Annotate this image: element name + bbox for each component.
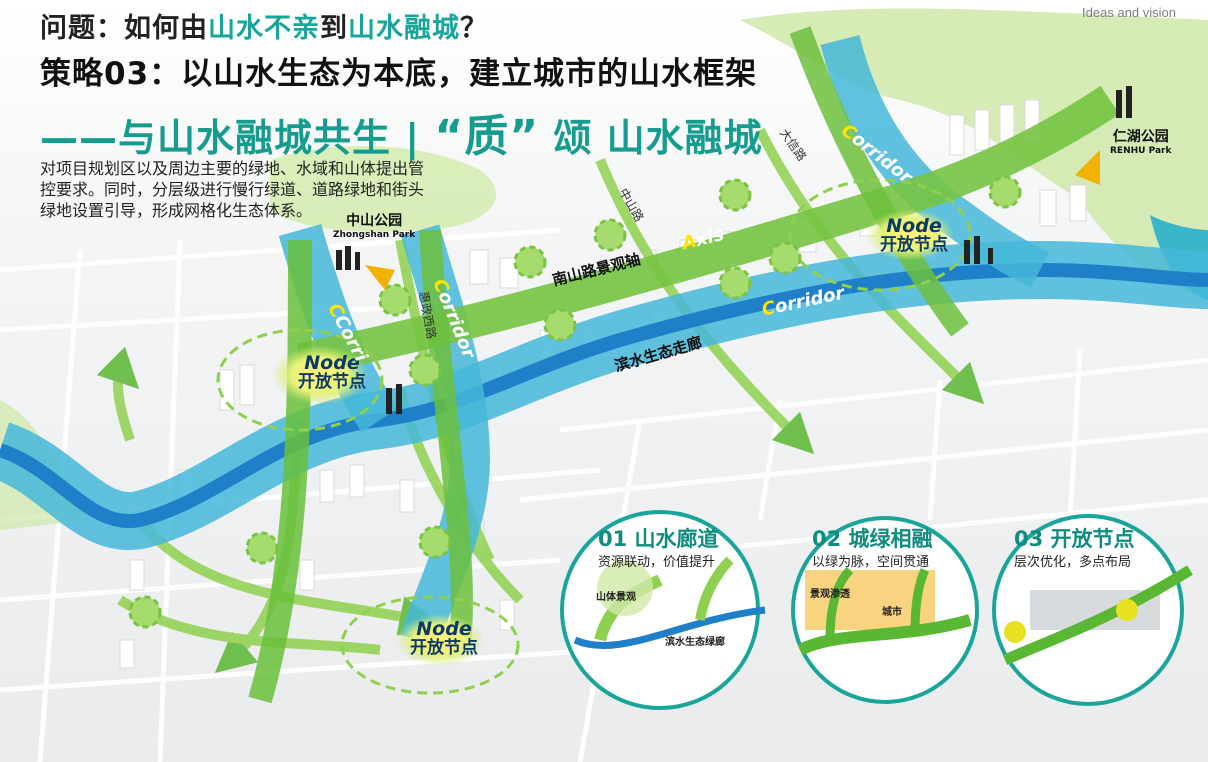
ideas-vision-label: Ideas and vision xyxy=(1082,5,1176,20)
panel-3-title: 03 开放节点 xyxy=(1014,527,1135,551)
central-green-axis xyxy=(419,229,474,642)
panel-circle-3 xyxy=(992,514,1193,706)
strategy-title: 策略03：以山水生态为本底，建立城市的山水框架 xyxy=(40,56,758,92)
people-silhouettes xyxy=(336,86,1132,414)
panel-2-subtitle: 以绿为脉，空间贯通 xyxy=(812,555,930,570)
arrow-icon-renhu xyxy=(1075,150,1100,185)
intro-line: 控要求。同时，分层级进行慢行绿道、道路绿地和街头 xyxy=(40,180,425,199)
node-ring-1 xyxy=(216,328,384,432)
panel-circle-2 xyxy=(791,516,979,704)
question-title: 问题：如何由山水不亲到山水融城？ xyxy=(40,13,488,44)
panel-2-title: 02 城绿相融 xyxy=(812,527,933,551)
arrow-icon-zhongshan xyxy=(365,265,395,290)
intro-line: 对项目规划区以及周边主要的绿地、水域和山体提出管 xyxy=(40,159,425,178)
node-ring-3 xyxy=(340,595,520,695)
panel-circle-1 xyxy=(560,510,766,710)
nanshan-axis-band xyxy=(296,85,1120,377)
panel-1-label-mountain: 山体景观 xyxy=(596,592,636,603)
theme-title: ——与山水融城共生 | “质” 颂 山水融城 xyxy=(40,111,763,162)
zhongshan-park-label: 中山公园 Zhongshan Park xyxy=(333,213,416,240)
panel-3-subtitle: 层次优化，多点布局 xyxy=(1014,555,1132,570)
node-ring-2 xyxy=(788,178,972,292)
panel-2-label-penetration: 景观渗透 xyxy=(810,589,850,600)
node-glow-2 xyxy=(866,209,954,261)
intro-line: 绿地设置引导，形成网格化生态体系。 xyxy=(40,201,313,220)
panel-1-title: 01 山水廊道 xyxy=(598,527,719,551)
node-glow-1 xyxy=(272,345,368,405)
intro-paragraph: 对项目规划区以及周边主要的绿地、水域和山体提出管 控要求。同时，分层级进行慢行绿… xyxy=(40,158,490,221)
west-green-axis xyxy=(248,239,312,704)
street-green-circles xyxy=(128,175,1022,629)
panel-1-subtitle: 资源联动，价值提升 xyxy=(598,555,716,570)
renhu-park-label: 仁湖公园 RENHU Park xyxy=(1110,129,1172,156)
panel-1-label-corridor: 滨水生态绿廊 xyxy=(665,637,725,648)
node-glow-3 xyxy=(396,614,484,666)
green-patch-nw xyxy=(270,146,497,232)
ne-green-axis xyxy=(789,26,969,337)
panel-2-label-city: 城市 xyxy=(882,607,902,618)
